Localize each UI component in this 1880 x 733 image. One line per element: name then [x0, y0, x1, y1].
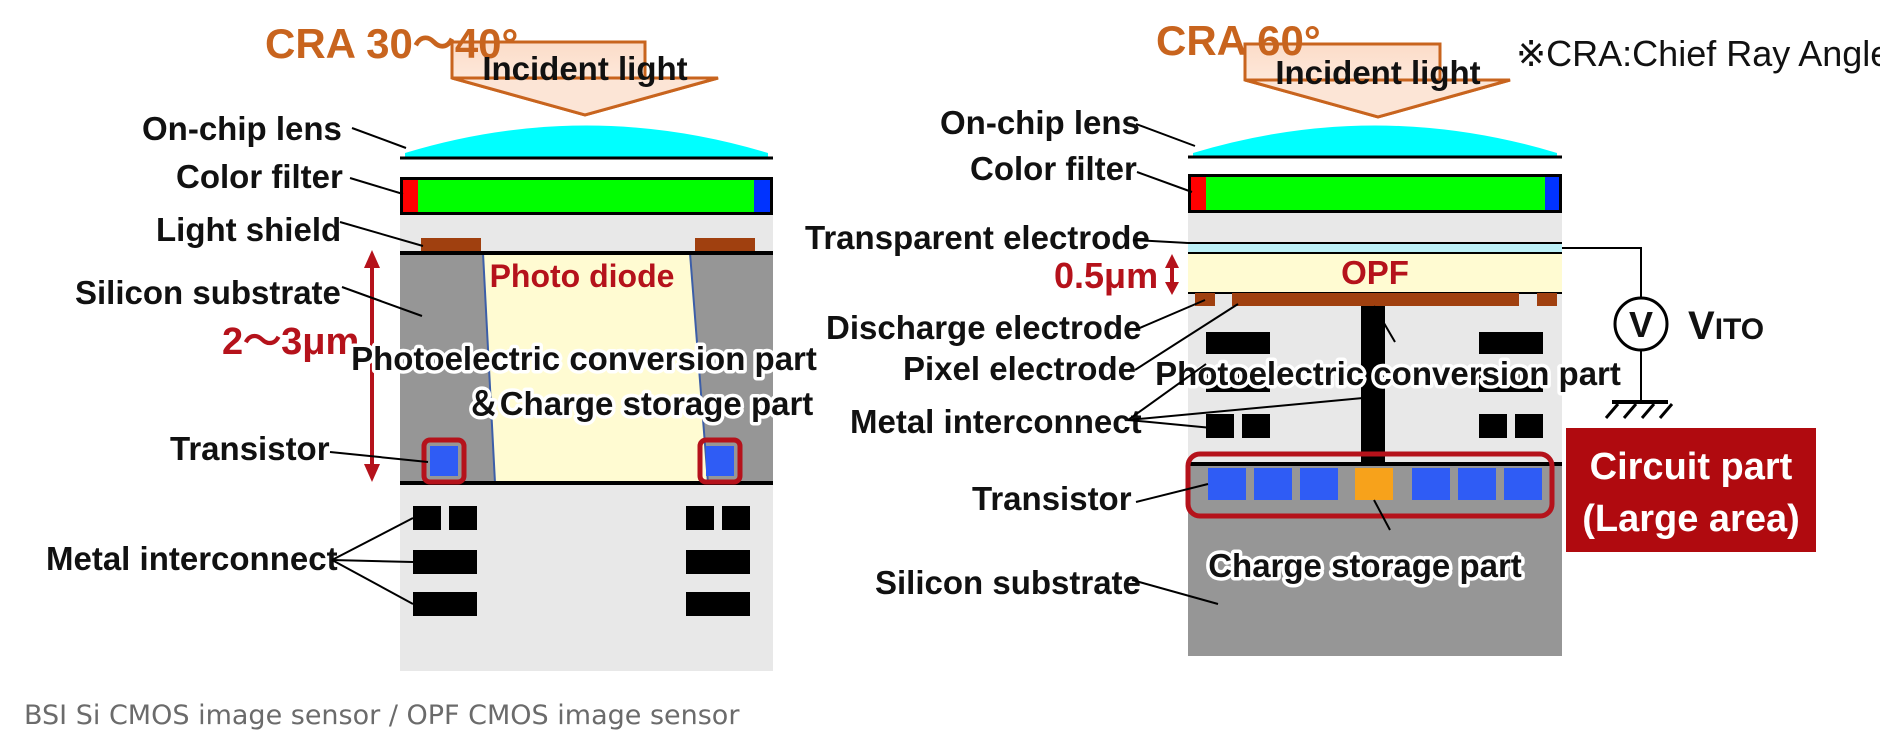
circuit-part-box — [1566, 428, 1816, 552]
via-column — [1361, 306, 1385, 466]
leader-lines-right — [1127, 123, 1396, 605]
charge-storage-node — [1355, 468, 1393, 500]
light-shield-left-2 — [695, 238, 755, 253]
label-color-filter-left: Color filter — [176, 158, 343, 195]
thickness-arrow-right — [1165, 254, 1179, 295]
charge-storage-label-right: Charge storage part — [1208, 547, 1522, 584]
label-on-chip-lens-left: On-chip lens — [142, 110, 342, 147]
incident-light-arrowhead-right — [1244, 78, 1511, 119]
circuit-part-sublabel: (Large area) — [1582, 498, 1800, 540]
on-chip-lens-left — [405, 125, 768, 158]
vito-label: VITO — [1688, 304, 1764, 348]
circuit-part-label: Circuit part — [1590, 446, 1793, 488]
pixel-electrode — [1232, 293, 1519, 306]
cra-right: CRA 60° — [1156, 17, 1321, 64]
label-pixel-electrode: Pixel electrode — [903, 350, 1136, 387]
label-transistor-right: Transistor — [972, 480, 1132, 517]
cra-note: ※CRA:Chief Ray Angle — [1516, 33, 1880, 74]
transparent-electrode — [1188, 243, 1562, 253]
figure-caption: BSI Si CMOS image sensor / OPF CMOS imag… — [24, 700, 740, 731]
conversion-label-right: Photoelectric conversion part — [1155, 355, 1621, 392]
photo-diode-label: Photo diode — [490, 258, 675, 294]
opf-layer — [1188, 253, 1562, 293]
thickness-arrow-left — [364, 250, 380, 482]
label-discharge-electrode: Discharge electrode — [826, 309, 1141, 346]
circuit-part-outline — [1185, 451, 1555, 519]
voltmeter-symbol: V — [1629, 304, 1653, 345]
discharge-electrode-2 — [1537, 293, 1557, 306]
transistor-left-1 — [430, 446, 458, 476]
label-light-shield: Light shield — [156, 211, 341, 248]
label-metal-interconnect-left: Metal interconnect — [46, 540, 338, 577]
metal-interconnect-left — [413, 506, 750, 616]
on-chip-lens-right — [1193, 125, 1557, 157]
leader-lines-left — [329, 127, 429, 605]
label-silicon-substrate-right: Silicon substrate — [875, 564, 1141, 601]
transistor-highlight-left-2 — [697, 437, 743, 485]
label-transistor-left: Transistor — [170, 430, 330, 467]
thickness-left: 2～3μm — [222, 321, 359, 363]
label-transparent-electrode: Transparent electrode — [805, 219, 1150, 256]
label-metal-interconnect-right: Metal interconnect — [850, 403, 1142, 440]
voltage-circuit: V — [1562, 247, 1674, 419]
light-shield-left-1 — [421, 238, 481, 253]
incident-light-left: Incident light — [482, 50, 687, 87]
thickness-right: 0.5μm — [1054, 255, 1158, 296]
conversion-label-left: Photoelectric conversion part — [351, 340, 817, 377]
bsi-sensor: CRA 30～40° Incident light Photo diode — [46, 20, 820, 671]
opf-label: OPF — [1341, 254, 1409, 291]
sensor-diagram: CRA 30～40° Incident light Photo diode — [46, 17, 1880, 671]
charge-storage-label-left: ＆Charge storage part — [467, 385, 814, 422]
cra-left: CRA 30～40° — [265, 20, 518, 67]
incident-light-arrowhead — [451, 76, 719, 117]
opf-sensor: CRA 60° Incident light ※CRA:Chief Ray An… — [805, 17, 1880, 656]
metal-interconnect-right — [1206, 332, 1543, 438]
label-silicon-substrate-left: Silicon substrate — [75, 274, 341, 311]
label-on-chip-lens-right: On-chip lens — [940, 104, 1140, 141]
label-color-filter-right: Color filter — [970, 150, 1137, 187]
incident-light-right: Incident light — [1275, 54, 1480, 91]
transistor-left-2 — [706, 446, 734, 476]
transistor-row — [1208, 468, 1542, 500]
